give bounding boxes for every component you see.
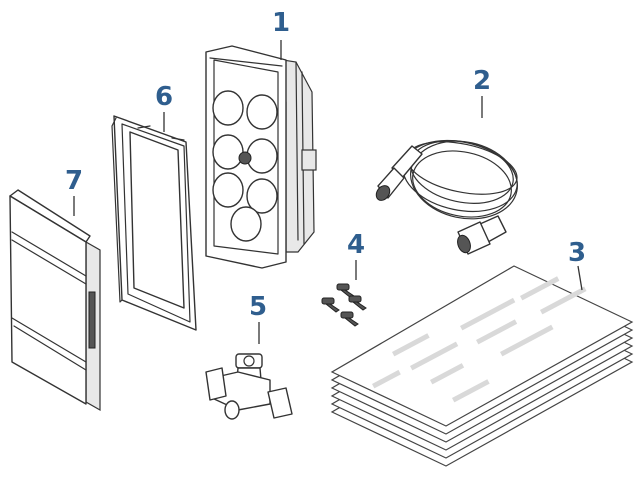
screw <box>340 311 359 327</box>
callout-4: 4 <box>346 230 366 260</box>
part-5-t-connector <box>205 353 293 420</box>
callout-2: 2 <box>472 66 492 96</box>
leader-line-3 <box>577 265 583 291</box>
part-4-screws <box>321 283 367 327</box>
cable-connector-left <box>375 145 423 201</box>
keypad-openings <box>212 90 278 242</box>
callout-1: 1 <box>271 8 291 38</box>
part-7-sun-cover <box>9 189 101 412</box>
screw <box>321 297 340 313</box>
callout-6: 6 <box>154 82 174 112</box>
part-2-cable <box>375 140 519 255</box>
cable-connector-right <box>457 215 507 255</box>
callout-5: 5 <box>248 292 268 322</box>
document-print-texture <box>371 276 587 403</box>
part-1-mounting-unit <box>205 45 317 269</box>
screw <box>348 295 367 311</box>
part-3-documentation <box>330 265 634 467</box>
callout-3: 3 <box>567 238 587 268</box>
part-6-gasket-frame <box>111 115 197 331</box>
callout-7: 7 <box>64 166 84 196</box>
